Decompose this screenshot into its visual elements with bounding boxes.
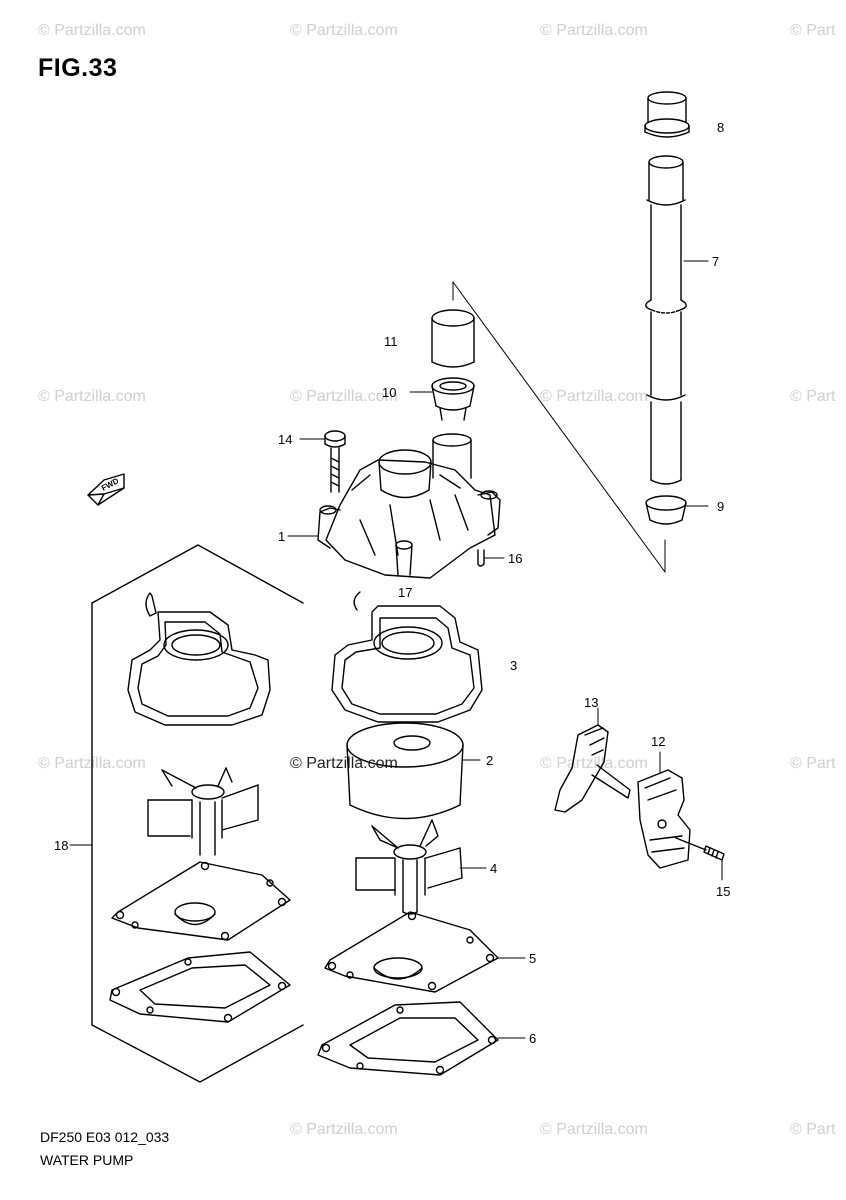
watermark: © Partzilla.com (290, 22, 398, 39)
part-11-sleeve (431, 309, 475, 368)
watermark: © Part (790, 755, 836, 772)
part-16-pin (477, 549, 485, 567)
part-2-impeller-cup (346, 722, 464, 820)
part-15-screw (675, 837, 725, 861)
callout-18: 18 (54, 838, 69, 853)
part-10-seal (431, 377, 475, 421)
callout-9: 9 (717, 499, 725, 514)
part-17-clip (145, 591, 361, 617)
callout-7: 7 (712, 254, 720, 269)
diagram-code: DF250 E03 012_033 (40, 1129, 170, 1145)
callout-15: 15 (716, 884, 731, 899)
callout-2: 2 (486, 753, 494, 768)
watermark: © Partzilla.com (38, 22, 146, 39)
watermark: © Partzilla.com (38, 388, 146, 405)
callout-8: 8 (717, 120, 725, 135)
callout-1: 1 (278, 529, 286, 544)
part-12-anode (637, 769, 691, 869)
watermark: © Part (790, 388, 836, 405)
watermark: © Partzilla.com (290, 1121, 398, 1138)
figure-title: FIG.33 (38, 54, 118, 82)
callout-14: 14 (278, 432, 293, 447)
callout-16: 16 (508, 551, 523, 566)
watermark: © Partzilla.com (540, 388, 648, 405)
part-9-grommet (645, 495, 687, 525)
callout-10: 10 (382, 385, 397, 400)
callout-6: 6 (529, 1031, 537, 1046)
part-14-bolt (324, 430, 346, 493)
watermark: © Partzilla.com (540, 755, 648, 772)
watermark-center: © Partzilla.com (290, 755, 398, 772)
watermark: © Partzilla.com (540, 1121, 648, 1138)
watermark: © Part (790, 1121, 836, 1138)
part-8-cap (644, 91, 690, 138)
watermark: © Part (790, 22, 836, 39)
part-7-water-tube (645, 155, 687, 485)
callout-4: 4 (490, 861, 498, 876)
part-3-gasket (331, 605, 483, 723)
part-17-tube-stub (432, 433, 472, 479)
watermark: © Partzilla.com (540, 22, 648, 39)
part-18-repair-kit (91, 544, 304, 1083)
part-1-pump-housing (317, 449, 501, 579)
part-4-impeller (355, 819, 463, 915)
watermark: © Partzilla.com (290, 388, 398, 405)
part-5-plate (324, 911, 499, 993)
diagram-caption: WATER PUMP (40, 1152, 134, 1168)
callout-leaders (69, 260, 723, 1039)
callout-3: 3 (510, 658, 518, 673)
callout-12: 12 (651, 734, 666, 749)
callout-13: 13 (584, 695, 599, 710)
part-6-gasket (317, 1001, 499, 1076)
callout-5: 5 (529, 951, 537, 966)
callout-11: 11 (384, 334, 398, 349)
callout-17: 17 (398, 585, 413, 600)
forward-arrow-icon (87, 473, 125, 506)
part-13-bracket (554, 724, 631, 813)
